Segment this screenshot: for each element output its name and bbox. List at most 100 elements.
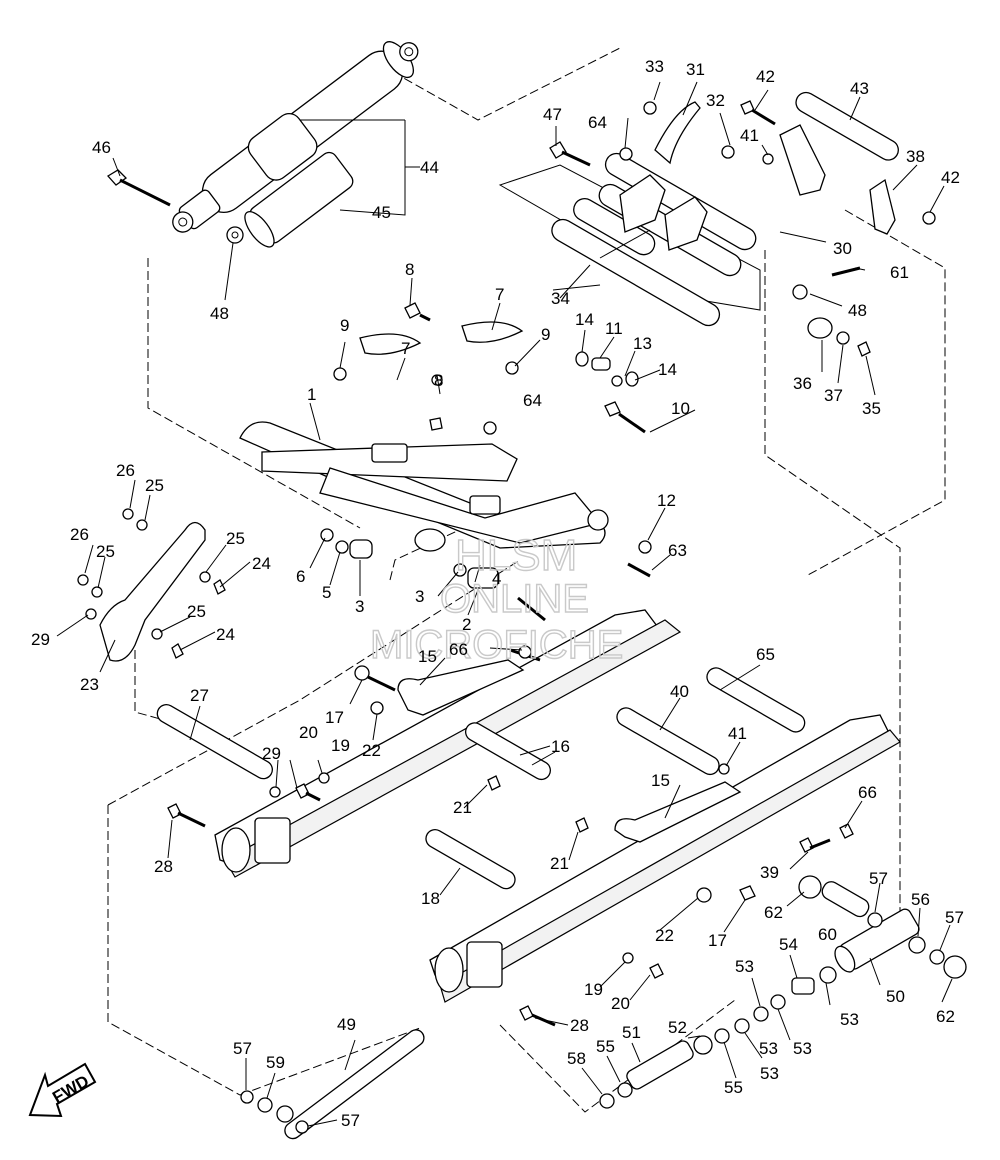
callout-64a: 64 (588, 113, 607, 132)
callout-56: 56 (911, 890, 930, 909)
callout-28a: 28 (154, 857, 173, 876)
callout-44: 44 (420, 158, 439, 177)
callout-26b: 26 (70, 525, 89, 544)
callout-24b: 24 (216, 625, 235, 644)
idler-wheel-arms (354, 659, 756, 903)
callout-57d: 57 (341, 1111, 360, 1130)
callout-42b: 42 (941, 168, 960, 187)
callout-53c: 53 (793, 1039, 812, 1058)
callout-16: 16 (551, 737, 570, 756)
callout-21b: 21 (550, 854, 569, 873)
callout-35: 35 (862, 399, 881, 418)
rear-arm-assembly (498, 91, 936, 357)
callout-14a: 14 (575, 310, 594, 329)
callout-53d: 53 (760, 1064, 779, 1083)
callout-17b: 17 (708, 931, 727, 950)
callout-28b: 28 (570, 1016, 589, 1035)
callout-8a: 8 (405, 260, 414, 279)
callout-48b: 48 (848, 301, 867, 320)
callout-60: 60 (818, 925, 837, 944)
forward-direction-arrow: FWD (28, 1062, 97, 1118)
callout-57c: 57 (233, 1039, 252, 1058)
callout-47: 47 (543, 105, 562, 124)
callout-55b: 55 (724, 1078, 743, 1097)
callout-54: 54 (779, 935, 798, 954)
callout-labels: 1 2 3 3 4 5 6 7 7 8 8 9 9 10 11 12 13 14… (31, 57, 964, 1130)
callout-21a: 21 (453, 798, 472, 817)
callout-41a: 41 (740, 126, 759, 145)
callout-53a: 53 (735, 957, 754, 976)
callout-29a: 29 (31, 630, 50, 649)
callout-53b: 53 (840, 1010, 859, 1029)
rear-shock-absorber (106, 41, 419, 248)
shafts (156, 667, 806, 1140)
callout-41b: 41 (728, 724, 747, 743)
stopper-bracket (77, 508, 226, 662)
callout-6: 6 (296, 567, 305, 586)
callout-52: 52 (668, 1018, 687, 1037)
callout-43: 43 (850, 79, 869, 98)
callout-53e: 53 (759, 1039, 778, 1058)
callout-62a: 62 (764, 903, 783, 922)
callout-57a: 57 (869, 869, 888, 888)
callout-9b: 9 (541, 325, 550, 344)
callout-23: 23 (80, 675, 99, 694)
callout-25d: 25 (187, 602, 206, 621)
callout-1: 1 (307, 385, 316, 404)
callout-31: 31 (686, 60, 705, 79)
callout-49: 49 (337, 1015, 356, 1034)
watermark-line-2: ONLINE (440, 577, 589, 621)
callout-19a: 19 (331, 736, 350, 755)
callout-45: 45 (372, 203, 391, 222)
callout-7a: 7 (495, 285, 504, 304)
callout-3b: 3 (415, 587, 424, 606)
callout-38: 38 (906, 147, 925, 166)
callout-51: 51 (622, 1023, 641, 1042)
callout-48a: 48 (210, 304, 229, 323)
watermark: HLSM ONLINE MICROFICHE (369, 530, 624, 667)
slide-rails (214, 609, 901, 1003)
callout-14b: 14 (658, 360, 677, 379)
callout-59: 59 (266, 1053, 285, 1072)
callout-26a: 26 (116, 461, 135, 480)
callout-2: 2 (462, 615, 471, 634)
callout-30: 30 (833, 239, 852, 258)
shock-bolt-46 (106, 169, 171, 207)
callout-25c: 25 (96, 542, 115, 561)
callout-33: 33 (645, 57, 664, 76)
callout-18: 18 (421, 889, 440, 908)
front-arm-assembly (239, 302, 652, 622)
callout-40: 40 (670, 682, 689, 701)
callout-15a: 15 (418, 647, 437, 666)
callout-19b: 19 (584, 980, 603, 999)
callout-32: 32 (706, 91, 725, 110)
callout-11: 11 (605, 319, 623, 338)
callout-22a: 22 (362, 741, 381, 760)
callout-66a: 66 (449, 640, 468, 659)
callout-39: 39 (760, 863, 779, 882)
rear-axle-parts (240, 875, 967, 1134)
callout-37: 37 (824, 386, 843, 405)
callout-57b: 57 (945, 908, 964, 927)
callout-9a: 9 (340, 316, 349, 335)
callout-29b: 29 (262, 744, 281, 763)
callout-10: 10 (671, 399, 690, 418)
callout-36: 36 (793, 374, 812, 393)
callout-24a: 24 (252, 554, 271, 573)
callout-66b: 66 (858, 783, 877, 802)
callout-5: 5 (322, 583, 331, 602)
callout-34: 34 (551, 289, 570, 308)
callout-55a: 55 (596, 1037, 615, 1056)
callout-42a: 42 (756, 67, 775, 86)
callout-62b: 62 (936, 1007, 955, 1026)
callout-46: 46 (92, 138, 111, 157)
callout-12: 12 (657, 491, 676, 510)
callout-22b: 22 (655, 926, 674, 945)
watermark-line-1: HLSM (455, 531, 577, 580)
callout-64b: 64 (523, 391, 542, 410)
leader-lines (56, 81, 953, 1127)
callout-20a: 20 (299, 723, 318, 742)
callout-50: 50 (886, 987, 905, 1006)
callout-20b: 20 (611, 994, 630, 1013)
callout-13: 13 (633, 334, 652, 353)
